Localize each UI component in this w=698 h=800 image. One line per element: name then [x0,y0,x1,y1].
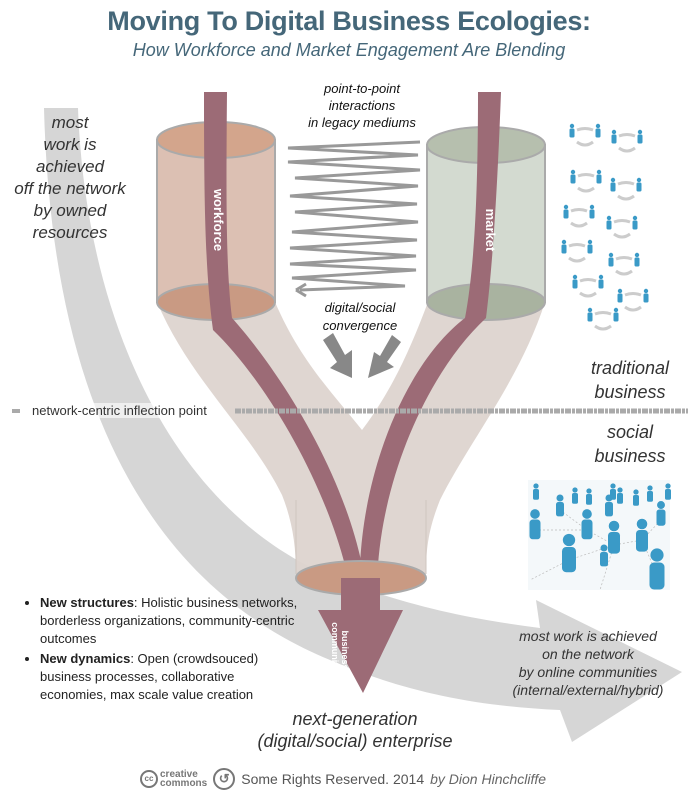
network-person-icon [647,485,653,502]
network-person-icon [665,483,671,500]
network-person-icon [608,520,620,554]
bullet-body: : Holistic business networks, borderless… [40,595,298,646]
bullet-head: New dynamics [40,651,131,666]
person-pair-icon [617,288,649,312]
person-pair-icon [610,177,642,201]
traditional-business-label: traditional business [560,356,698,404]
network-person-icon [556,494,564,517]
social-line: social [606,422,654,442]
workforce-band [204,92,362,565]
convergence-arrows [323,333,401,378]
on-network-line: by online communities [518,664,658,680]
on-network-label: most work is achieved on the network by … [478,627,698,699]
social-network-image [528,480,671,591]
network-person-icon [581,509,593,540]
on-network-line: on the network [542,646,634,662]
person-pair-icon [561,239,593,263]
bc-line: business [340,630,350,670]
p2p-line: point-to-point [324,81,400,96]
on-network-line: (internal/external/hybrid) [512,682,664,698]
page-subtitle: How Workforce and Market Engagement Are … [132,40,566,60]
cc-icon: cc [140,770,158,788]
p2p-line: in legacy mediums [308,115,416,130]
author-byline: by Dion Hinchcliffe [430,771,547,787]
network-person-icon [636,518,648,552]
network-person-icon [529,509,541,540]
person-pair-icon [587,307,619,331]
enterprise-label: next-generation (digital/social) enterpr… [230,708,480,752]
traditional-interaction-icons [561,123,649,331]
traditional-line: traditional [590,358,670,378]
network-person-icon [656,501,666,526]
person-pair-icon [563,204,595,228]
network-person-icon [617,487,623,504]
market-band [360,92,501,565]
enterprise-line: (digital/social) enterprise [257,731,453,751]
bullet-head: New structures [40,595,134,610]
footer: cc creative commons ↺ Some Rights Reserv… [140,766,546,792]
inflection-point-label: network-centric inflection point [30,403,209,418]
network-person-icon [586,488,592,505]
network-person-icon [649,548,665,590]
convergence-line: convergence [322,318,398,333]
cc-word: commons [160,778,208,789]
rights-text: Some Rights Reserved. 2014 [241,771,425,787]
bullet-item: New dynamics: Open (crowdsouced) busines… [40,650,298,704]
person-pair-icon [572,274,604,298]
person-pair-icon [608,252,640,276]
zigzag-interactions [287,140,421,298]
off-network-line: by owned [33,201,107,220]
page-title: Moving To Digital Business Ecologies: [107,6,591,36]
business-communities-label: business communities [322,616,362,678]
workforce-label: workforce [211,188,226,252]
business-communities-arrow [318,578,403,693]
bc-line: communities [330,622,340,678]
network-person-icon [633,489,639,506]
bullet-body: : Open (crowdsouced) business processes,… [40,651,259,702]
network-person-icon [562,533,576,573]
point-to-point-label: point-to-point interactions in legacy me… [282,80,442,131]
person-pair-icon [611,129,643,153]
convergence-line: digital/social [324,300,396,315]
network-person-icon [572,487,578,504]
off-network-line: off the network [14,179,126,198]
p2p-line: interactions [328,98,396,113]
off-network-line: resources [32,223,108,242]
market-label: market [483,208,498,252]
enterprise-line: next-generation [292,709,418,729]
social-line: business [594,446,666,466]
traditional-line: business [594,382,666,402]
creative-commons-logo[interactable]: cc creative commons [140,769,208,789]
social-business-label: social business [560,420,698,468]
person-pair-icon [606,215,638,239]
bullet-item: New structures: Holistic business networ… [40,594,298,648]
convergence-label: digital/social convergence [300,299,420,335]
off-network-line: most [51,113,89,132]
off-network-line: achieved [35,157,105,176]
bullet-list: New structures: Holistic business networ… [18,594,298,706]
person-pair-icon [570,169,602,193]
person-pair-icon [569,123,601,147]
cc-wordmark: creative commons [160,769,208,789]
on-network-line: most work is achieved [519,628,657,644]
copyleft-icon: ↺ [213,768,236,790]
network-person-icon [605,494,613,517]
cc-word: creative [160,769,198,780]
off-network-line: work is [43,135,97,154]
off-network-label: most work is achieved off the network by… [10,112,130,244]
network-person-icon [533,483,539,500]
network-person-icon [600,544,608,567]
